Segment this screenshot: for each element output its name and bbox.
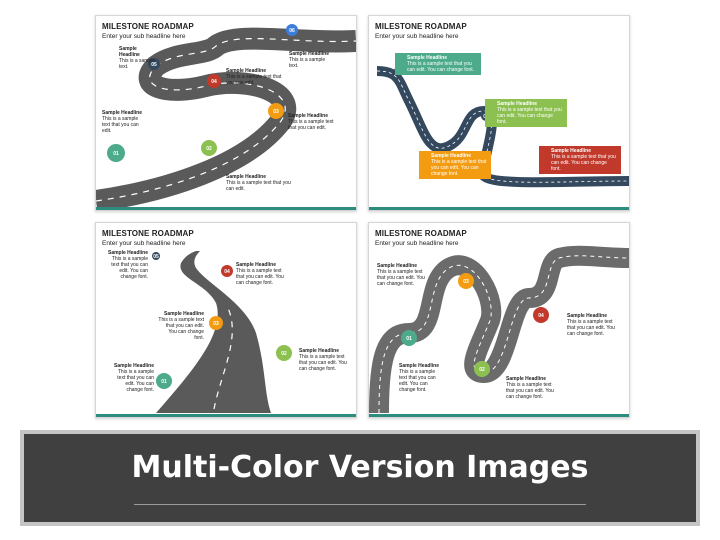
banner: Multi-Color Version Images: [24, 434, 696, 522]
milestone-number: 02: [206, 146, 212, 152]
milestone-pin-01: [156, 373, 172, 389]
milestone-pin-02: [474, 361, 490, 377]
slide-thumbnail-1[interactable]: MILESTONE ROADMAP Enter your sub headlin…: [95, 15, 357, 211]
banner-title: Multi-Color Version Images: [131, 450, 589, 485]
milestone-pin-02: [276, 345, 292, 361]
milestone-number: 04: [211, 79, 217, 85]
milestone-number: 06: [289, 28, 295, 34]
slide-title: MILESTONE ROADMAP: [375, 22, 467, 31]
milestone-pin-03: [268, 103, 284, 119]
milestone-pin-02: [201, 140, 217, 156]
slide-footer-bar: [96, 414, 356, 417]
slide-footer-bar: [369, 207, 629, 210]
slide-title: MILESTONE ROADMAP: [102, 229, 194, 238]
milestone-pin-03: [458, 273, 474, 289]
slide-title: MILESTONE ROADMAP: [375, 229, 467, 238]
milestone-number: 03: [273, 109, 279, 115]
milestone-number: 02: [479, 367, 485, 373]
milestone-number: 02: [281, 351, 287, 357]
serpentine-road-graphic: 01 02 03 04: [369, 245, 629, 414]
milestone-number: 01: [113, 151, 119, 157]
milestone-number: 01: [406, 336, 412, 342]
milestone-number: 04: [224, 269, 230, 275]
milestone-pin-05: [152, 252, 160, 260]
winding-road-graphic: 01 02 03 04 05 06: [96, 24, 356, 210]
milestone-pin-04: [533, 307, 549, 323]
slide-subtitle: Enter your sub headline here: [102, 240, 186, 247]
milestone-pin-04: [207, 74, 221, 88]
slide-subtitle: Enter your sub headline here: [375, 33, 459, 40]
banner-divider: [134, 504, 586, 505]
slide-footer-bar: [369, 414, 629, 417]
milestone-pin-03: [209, 316, 223, 330]
milestone-pin-05: [148, 58, 160, 70]
milestone-pin-06: [286, 24, 298, 36]
milestone-number: 03: [213, 321, 219, 327]
milestone-pin-01: [401, 330, 417, 346]
perspective-road-graphic: 01 02 03 04 05: [152, 251, 292, 413]
milestone-number: 05: [151, 62, 157, 68]
milestone-number: 03: [463, 279, 469, 285]
slide-title: MILESTONE ROADMAP: [102, 22, 194, 31]
milestone-number: 01: [161, 379, 167, 385]
slide-footer-bar: [96, 207, 356, 210]
milestone-number: 05: [153, 254, 159, 260]
slide-thumbnail-3[interactable]: MILESTONE ROADMAP Enter your sub headlin…: [95, 222, 357, 418]
milestone-number: 04: [538, 313, 544, 319]
slide-subtitle: Enter your sub headline here: [102, 33, 186, 40]
slide-thumbnail-4[interactable]: MILESTONE ROADMAP Enter your sub headlin…: [368, 222, 630, 418]
slide-thumbnail-2[interactable]: MILESTONE ROADMAP Enter your sub headlin…: [368, 15, 630, 211]
slide-subtitle: Enter your sub headline here: [375, 240, 459, 247]
milestone-pin-04: [221, 265, 233, 277]
milestone-pin-01: [107, 144, 125, 162]
